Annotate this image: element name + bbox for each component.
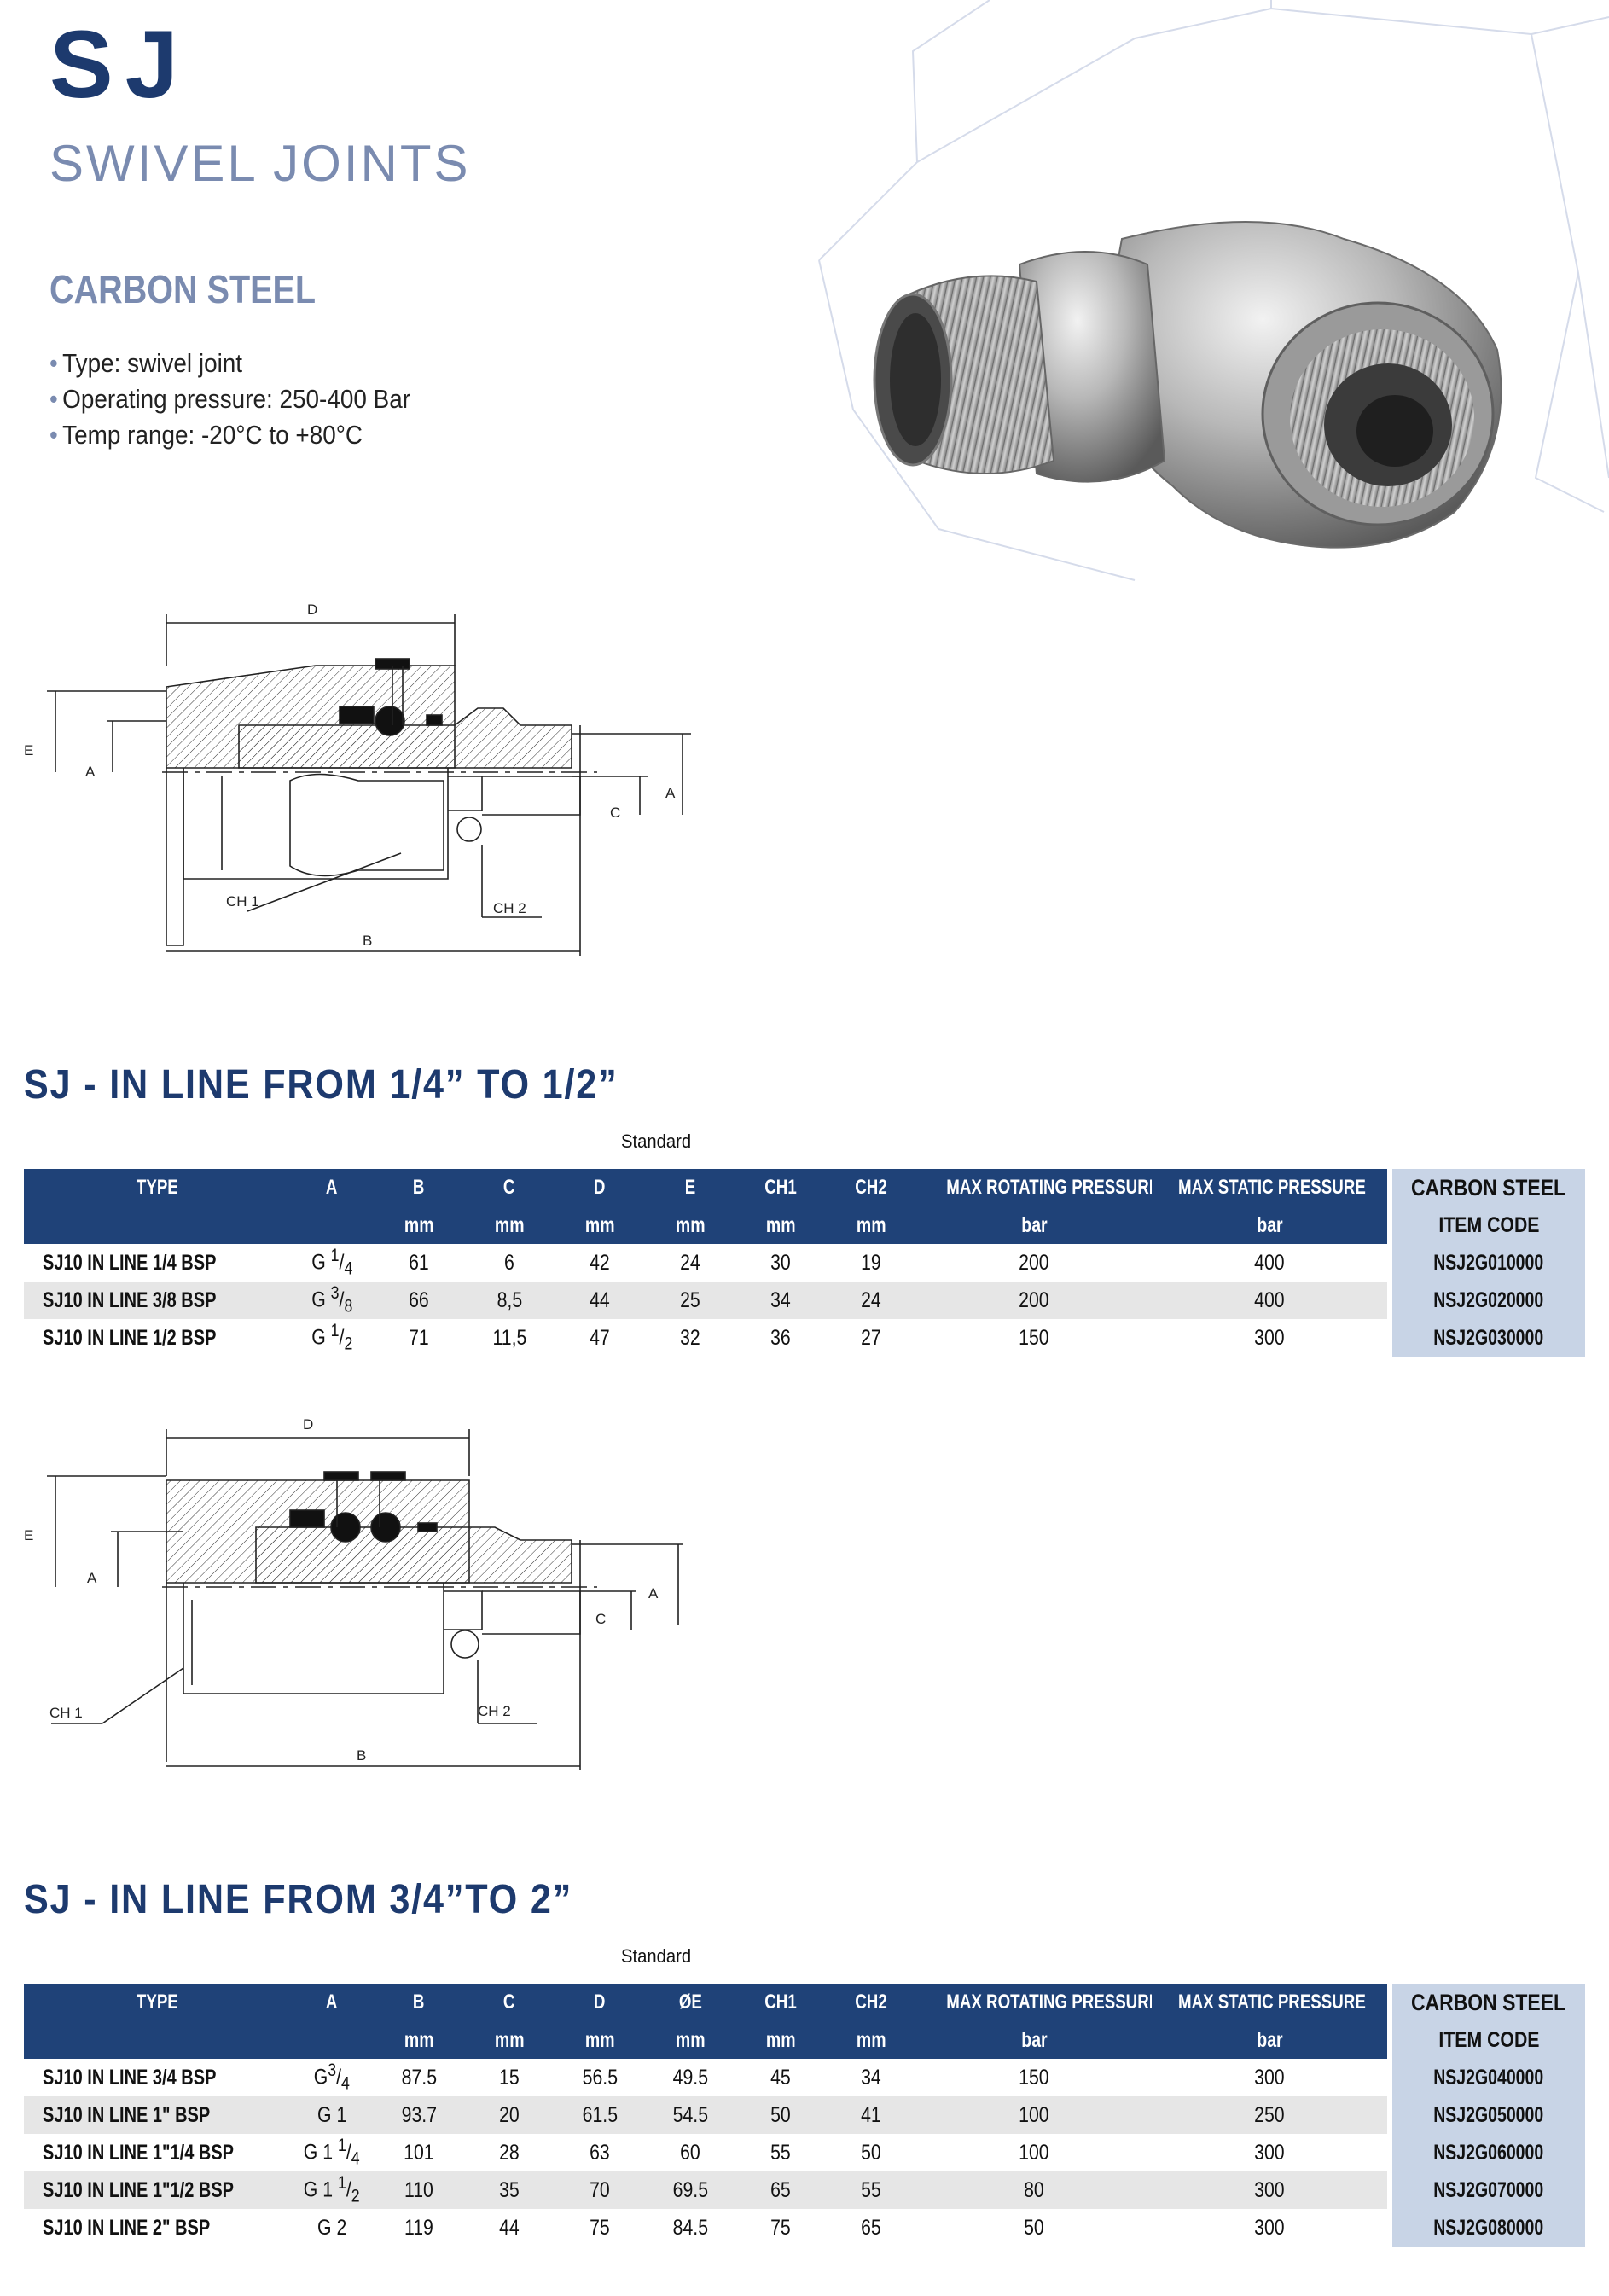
dim-label-a-right: A (665, 785, 676, 801)
feature-item: •Operating pressure: 250-400 Bar (49, 384, 411, 414)
bullet-icon: • (49, 348, 58, 378)
dim-label-d: D (303, 1416, 313, 1433)
product-name-title: SWIVEL JOINTS (49, 135, 471, 192)
dim-label-ch1: CH 1 (49, 1705, 83, 1721)
material-heading: CARBON STEEL (49, 267, 317, 311)
table-units-row: mm mm mm mm mm mm bar bar ITEM CODE (24, 1206, 1585, 1244)
dim-label-c: C (610, 805, 620, 821)
table-row: SJ10 IN LINE 1/4 BSP G 1/4 61 6 42 24 30… (24, 1244, 1585, 1282)
table-row: SJ10 IN LINE 2" BSP G 2 119 44 75 84.5 7… (24, 2209, 1585, 2247)
table-row: SJ10 IN LINE 1"1/2 BSP G 1 1/2 110 35 70… (24, 2171, 1585, 2209)
dim-label-d: D (307, 602, 317, 618)
table-row: SJ10 IN LINE 3/4 BSP G3/4 87.5 15 56.5 4… (24, 2059, 1585, 2096)
feature-item: •Temp range: -20°C to +80°C (49, 420, 363, 450)
table-row: SJ10 IN LINE 1/2 BSP G 1/2 71 11,5 47 32… (24, 1319, 1585, 1357)
dim-label-ch1: CH 1 (226, 893, 259, 910)
spec-table-small: TYPE A B C D E CH1 CH2 MAX ROTATING PRES… (24, 1169, 1585, 1357)
product-code-title: SJ (49, 11, 190, 118)
section-title-small: SJ - IN LINE FROM 1/4” TO 1/2” (24, 1062, 619, 1107)
standard-label: Standard (621, 1945, 692, 1967)
dim-label-b: B (363, 933, 372, 949)
dim-label-a-right: A (648, 1585, 659, 1601)
table-units-row: mm mm mm mm mm mm bar bar ITEM CODE (24, 2021, 1585, 2059)
dim-label-b: B (357, 1747, 366, 1764)
standard-label: Standard (621, 1131, 692, 1152)
table-row: SJ10 IN LINE 1"1/4 BSP G 1 1/4 101 28 63… (24, 2134, 1585, 2171)
bullet-icon: • (49, 420, 58, 450)
feature-list: •Type: swivel joint •Operating pressure:… (49, 346, 450, 453)
dim-label-ch2: CH 2 (478, 1703, 511, 1719)
dim-label-e: E (24, 742, 33, 759)
feature-item: •Type: swivel joint (49, 348, 243, 378)
dim-label-e: E (24, 1527, 33, 1543)
spec-table-large: TYPE A B C D ØE CH1 CH2 MAX ROTATING PRE… (24, 1984, 1585, 2247)
swivel-joint-product-image (873, 221, 1502, 549)
table-row: SJ10 IN LINE 3/8 BSP G 3/8 66 8,5 44 25 … (24, 1282, 1585, 1319)
dim-label-ch2: CH 2 (493, 900, 526, 916)
dim-label-c: C (595, 1611, 606, 1627)
section-title-large: SJ - IN LINE FROM 3/4”TO 2” (24, 1877, 573, 1922)
bullet-icon: • (49, 384, 58, 414)
technical-drawing-large-sizes: D E A A C CH 1 CH 2 B (24, 1416, 683, 1770)
technical-drawing-small-sizes: D E A A C CH 1 CH 2 B (24, 602, 691, 956)
dim-label-a-left: A (85, 764, 96, 780)
table-header-row: TYPE A B C D E CH1 CH2 MAX ROTATING PRES… (24, 1169, 1585, 1206)
table-row: SJ10 IN LINE 1" BSP G 1 93.7 20 61.5 54.… (24, 2096, 1585, 2134)
dim-label-a-left: A (87, 1570, 97, 1586)
table-header-row: TYPE A B C D ØE CH1 CH2 MAX ROTATING PRE… (24, 1984, 1585, 2021)
